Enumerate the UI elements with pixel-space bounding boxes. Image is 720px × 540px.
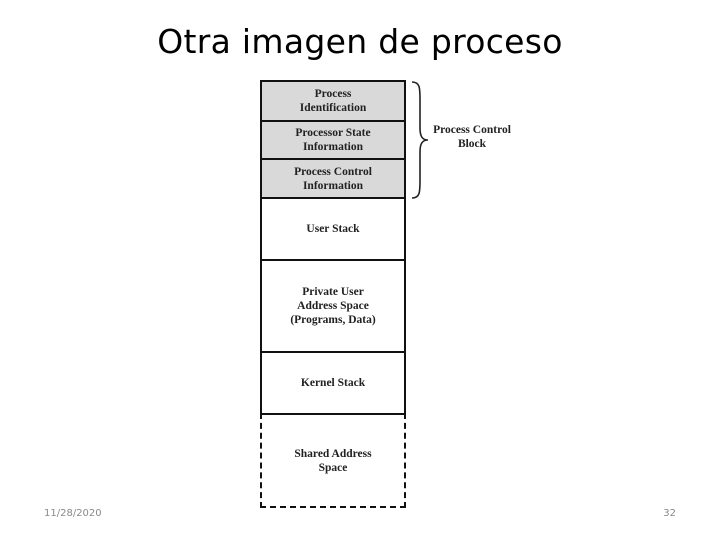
- slide-page-number: 32: [663, 508, 676, 519]
- slide-title: Otra imagen de proceso: [157, 22, 563, 61]
- block-label: Process Identification: [299, 88, 367, 114]
- block-shared-address-space: Shared Address Space: [260, 413, 406, 508]
- block-label: Shared Address Space: [294, 447, 372, 474]
- process-image-stack: Process Identification Processor State I…: [260, 80, 406, 508]
- block-private-user-address-space: Private User Address Space (Programs, Da…: [260, 259, 406, 351]
- block-label: Kernel Stack: [300, 377, 366, 389]
- block-label: User Stack: [306, 223, 360, 235]
- process-image-diagram: Process Identification Processor State I…: [250, 75, 530, 515]
- curly-brace-icon: [411, 81, 429, 199]
- block-user-stack: User Stack: [260, 197, 406, 259]
- block-label: Private User Address Space (Programs, Da…: [290, 286, 376, 326]
- block-process-control-information: Process Control Information: [260, 158, 406, 197]
- slide-date: 11/28/2020: [44, 508, 102, 519]
- block-label: Processor State Information: [295, 127, 371, 153]
- block-kernel-stack: Kernel Stack: [260, 351, 406, 413]
- block-processor-state-information: Processor State Information: [260, 120, 406, 158]
- process-control-block-label: Process Control Block: [433, 124, 511, 150]
- block-label: Process Control Information: [294, 165, 372, 192]
- block-process-identification: Process Identification: [260, 80, 406, 120]
